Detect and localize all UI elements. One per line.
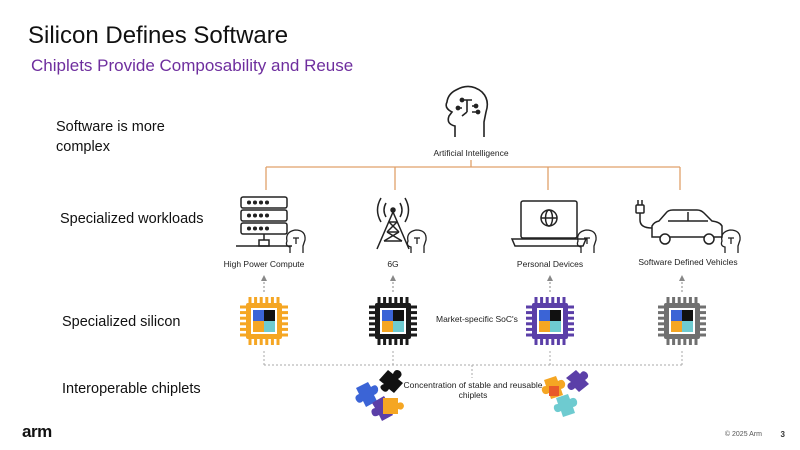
chiplet-bracket	[263, 351, 683, 378]
puzzle-pieces-left	[355, 370, 404, 421]
chips-group	[240, 297, 706, 345]
ai-head-icon	[445, 85, 489, 137]
arm-logo: arm	[22, 422, 52, 441]
workload-to-chip-arrows	[261, 275, 685, 292]
row-label-silicon: Specialized silicon	[62, 314, 181, 330]
chiplet-label: Concentration of stable and reusable chi…	[403, 380, 543, 400]
laptop-icon	[510, 200, 588, 247]
workload-label-sdv: Software Defined Vehicles	[638, 257, 738, 267]
row-label-chiplets: Interoperable chiplets	[62, 381, 201, 397]
chip-icon-sdv	[658, 297, 706, 345]
server-icon	[236, 196, 292, 247]
chip-icon-hpc	[240, 297, 288, 345]
cell-tower-icon	[376, 197, 410, 250]
car-icon	[635, 200, 723, 245]
chip-icon-personal-devices	[526, 297, 574, 345]
workload-label-hpc: High Power Compute	[223, 259, 305, 269]
copyright: © 2025 Arm	[724, 431, 762, 438]
row-label-workloads: Specialized workloads	[60, 211, 204, 227]
row-label-software: Software is more complex	[56, 119, 165, 155]
workload-label-personal-devices: Personal Devices	[516, 259, 584, 269]
chip-icon-6g	[369, 297, 417, 345]
ai-head-icon	[576, 229, 597, 253]
ai-head-icon	[406, 229, 427, 253]
ai-connector	[265, 160, 681, 190]
slide-subtitle: Chiplets Provide Composability and Reuse	[31, 56, 354, 75]
page-number: 3	[780, 430, 785, 439]
ai-head-icon	[285, 229, 306, 253]
soc-label: Market-specific SoC's	[436, 314, 518, 324]
slide-title: Silicon Defines Software	[28, 22, 289, 49]
puzzle-pieces-right	[541, 370, 589, 417]
ai-head-icon	[720, 229, 741, 253]
ai-label: Artificial Intelligence	[433, 148, 509, 158]
workload-label-6g: 6G	[387, 259, 399, 269]
